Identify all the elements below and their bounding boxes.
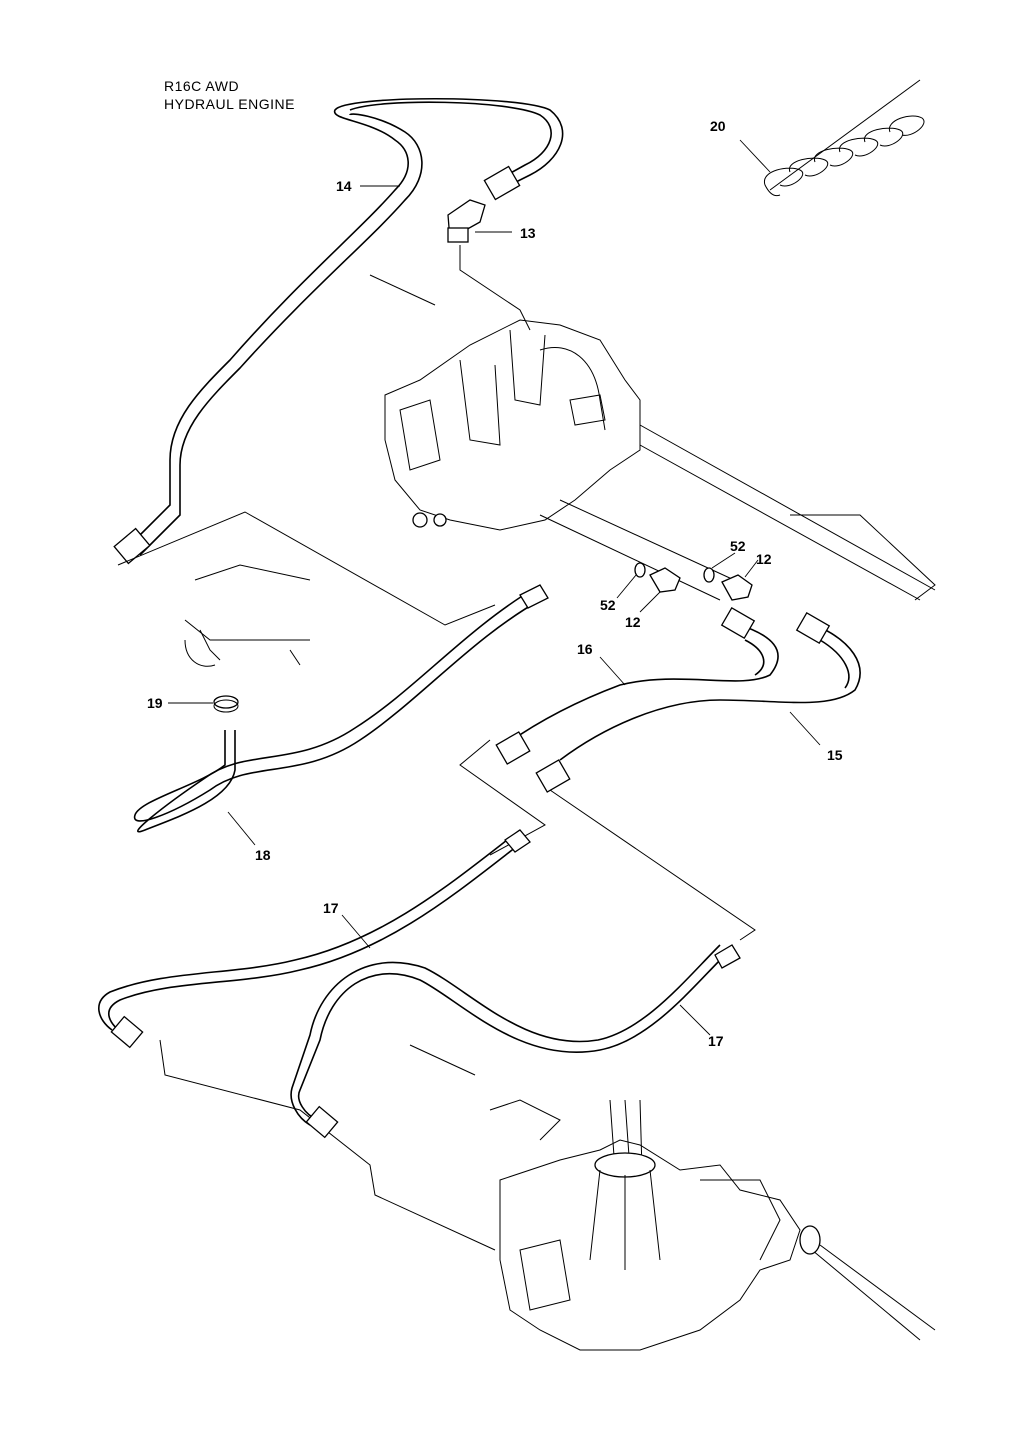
transaxle-assembly <box>409 1044 936 1351</box>
spring-part-20 <box>764 79 925 197</box>
callout-52-right: 52 <box>730 538 746 554</box>
o-ring-part-52-right <box>703 567 715 583</box>
callout-14: 14 <box>336 178 352 194</box>
diagram-title-line-2: HYDRAUL ENGINE <box>164 96 295 112</box>
hydraulic-pump-assembly <box>369 274 936 601</box>
hose-clamp-part-19 <box>213 695 239 713</box>
adapter-part-12-left <box>649 567 681 593</box>
diagram-title-line-1: R16C AWD <box>164 78 240 94</box>
hose-part-17-left <box>98 829 531 1049</box>
hose-nut-fitting <box>113 527 151 565</box>
callout-16: 16 <box>577 641 593 657</box>
hose-part-18 <box>133 584 549 833</box>
hose-part-14 <box>113 97 564 565</box>
callout-17-right: 17 <box>708 1033 724 1049</box>
callout-18: 18 <box>255 847 271 863</box>
callout-12-right: 12 <box>756 551 772 567</box>
o-ring-part-52-left <box>634 562 646 578</box>
hose-part-16 <box>495 606 779 765</box>
callout-19: 19 <box>147 695 163 711</box>
hose-part-15 <box>535 611 861 793</box>
elbow-fitting-part-13 <box>447 199 531 331</box>
leader-lines <box>168 139 821 1036</box>
callout-20: 20 <box>710 118 726 134</box>
callout-52-left: 52 <box>600 597 616 613</box>
callout-17-left: 17 <box>323 900 339 916</box>
hose-part-17-right <box>290 944 741 1139</box>
adapter-part-12-right <box>721 574 753 601</box>
reservoir-tank <box>184 564 311 667</box>
callout-12-left: 12 <box>625 614 641 630</box>
callout-15: 15 <box>827 747 843 763</box>
callout-13: 13 <box>520 225 536 241</box>
